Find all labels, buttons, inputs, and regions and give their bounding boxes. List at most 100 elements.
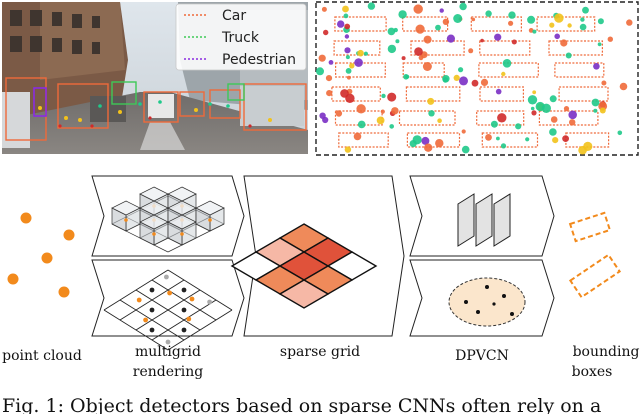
point [152,232,156,236]
lidar-point [387,92,397,102]
lidar-point [527,95,538,105]
lidar-point [328,60,334,65]
lidar-point [569,119,576,126]
lidar-point [435,139,444,148]
lidar-point [568,110,577,120]
lidar-point [335,110,343,117]
car-box [410,40,465,56]
lidar-point [357,49,364,57]
lidar-point [337,20,345,28]
stage-multigrid-rendering [91,175,245,351]
car-box [338,132,389,148]
lidar-point [485,134,492,141]
lidar-point [380,109,385,114]
lidar-point [471,17,476,22]
lidar-point [494,33,502,41]
point [149,327,155,333]
lidar-point [321,6,327,12]
point [149,287,155,293]
lidar-point [532,29,537,34]
lidar-point [344,23,351,30]
lidar-point [428,110,435,117]
lidar-point [549,95,557,103]
lidar-point [413,4,423,14]
grid-cell [278,279,330,309]
lidar-point [318,54,326,62]
grid-line [103,309,169,351]
lidar-point [437,118,442,123]
grid-line [135,289,201,331]
lidar-point [421,136,430,145]
lidar-point [527,15,536,24]
lidar-point [511,39,517,45]
lidar-point [403,74,409,80]
voxel [139,214,169,230]
car-box [470,16,522,32]
label-sparse-grid: sparse grid [280,344,360,360]
lidar-point [387,27,396,36]
lidar-point [597,18,604,25]
lidar-point [316,67,324,76]
lidar-point [442,75,450,83]
legend-pedestrian-label: Pedestrian [222,52,296,68]
bev-lidar-panel [315,1,639,156]
grid-line [151,299,217,341]
lidar-point [508,20,514,26]
lidar-point [342,5,349,13]
car-box [548,40,604,56]
point [186,316,192,322]
lidar-point [344,47,351,54]
lidar-point [565,52,572,59]
point [164,274,169,280]
lidar-point [446,34,455,43]
lidar-point [508,11,516,19]
lidar-point [578,145,587,155]
lidar-point [453,14,463,23]
point [20,212,32,224]
lidar-point [387,44,397,54]
lidar-point [549,128,557,136]
lidar-point [398,10,407,19]
lidar-point [549,22,555,28]
bounding-box [568,211,612,243]
lidar-point [414,47,423,56]
lidar-point [480,78,489,86]
lidar-point [579,23,587,31]
car-box [333,40,381,56]
lidar-point [363,51,368,56]
point [136,297,142,303]
lidar-point [459,76,468,86]
point [63,229,75,241]
lidar-point [349,63,355,69]
lidar-point [427,97,435,105]
lidar-point [439,8,444,13]
lidar-point [582,6,589,14]
car-box [402,16,449,32]
car-box [476,110,525,126]
grid-line [167,309,233,351]
lidar-point [502,59,512,68]
car-box [334,16,387,32]
point [180,232,184,236]
label-rendering: rendering [133,364,203,380]
lidar-point [381,93,386,99]
label-dpvcn: DPVCN [455,348,509,364]
lidar-point [562,135,569,143]
lidar-point [389,124,395,129]
car-box [406,132,461,148]
car-box [538,110,599,126]
car-box [479,40,531,56]
car-box [536,16,596,32]
lidar-point [468,48,474,54]
point [7,273,19,285]
legend-car-label: Car [222,8,246,24]
label-point-cloud: point cloud [2,348,82,364]
lidar-point [593,108,598,113]
lidar-point [347,75,351,80]
lidar-point [325,75,333,82]
lidar-point [550,116,558,123]
lidar-point [393,27,398,33]
car-box [481,132,539,148]
lidar-point [471,79,479,87]
